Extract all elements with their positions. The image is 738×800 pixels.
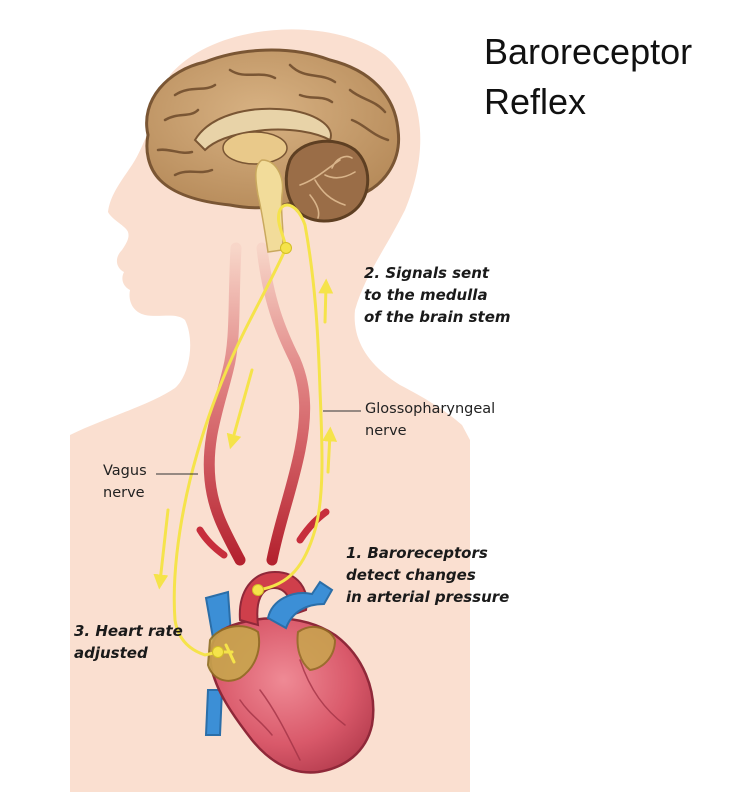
vagus-line-1: Vagus [103,463,147,479]
baroreceptor-node [252,584,264,596]
brain-stem [255,159,284,253]
vagus-line-2: nerve [103,485,145,501]
medulla-node [280,242,292,254]
heart [196,508,375,774]
sa-node [212,646,224,658]
step-2-line-1: 2. Signals sent [364,264,490,282]
step-1-line-3: in arterial pressure [346,588,510,606]
glossopharyngeal-nerve-path [256,203,324,592]
step-3-line-2: adjusted [74,644,148,662]
cerebellum [284,139,370,223]
title-line-2: Reflex [484,81,587,122]
vagus-nerve-path [172,246,288,657]
step-3-heart-rate: 3. Heart rate adjusted [74,620,183,664]
glossopharyngeal-line-1: Glossopharyngeal [365,401,496,417]
left-carotid-artery [203,242,246,566]
vagus-label: Vagus nerve [103,460,147,504]
glossopharyngeal-label: Glossopharyngeal nerve [365,398,495,442]
glossopharyngeal-line-2: nerve [365,423,407,439]
step-1-baroreceptors: 1. Baroreceptors detect changes in arter… [346,542,509,608]
inferior-vena-cava [204,689,224,736]
title-line-1: Baroreceptor [484,31,693,72]
step-2-medulla: 2. Signals sent to the medulla of the br… [364,262,511,328]
diagram-title: Baroreceptor Reflex [484,32,692,122]
pulmonary-artery [266,580,334,630]
nerve-pathways [153,203,338,664]
step-1-line-1: 1. Baroreceptors [346,544,488,562]
step-3-line-1: 3. Heart rate [74,622,183,640]
step-2-line-2: to the medulla [364,286,488,304]
step-2-line-3: of the brain stem [364,308,511,326]
step-1-line-2: detect changes [346,566,476,584]
right-carotid-artery [256,242,311,566]
body-silhouette [70,29,470,792]
